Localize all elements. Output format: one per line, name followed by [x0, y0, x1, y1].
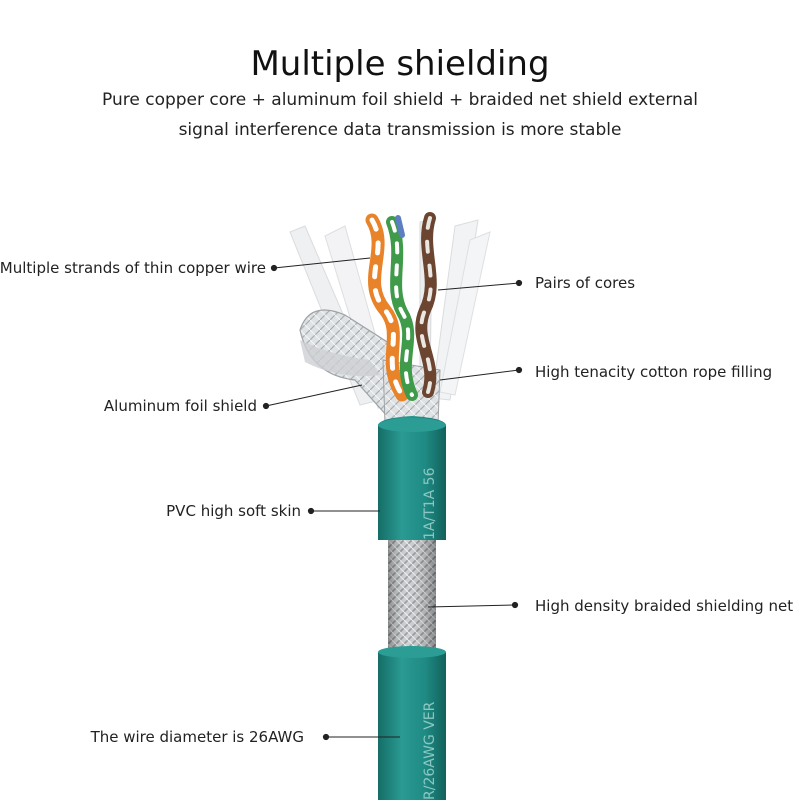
callout-braided-net: High density braided shielding net	[535, 597, 794, 615]
twisted-pairs	[365, 212, 437, 402]
jacket-print-upper: 1A/T1A 56	[422, 467, 438, 540]
callout-foil-shield: Aluminum foil shield	[103, 397, 257, 415]
upper-jacket	[378, 416, 446, 540]
jacket-print-lower: R/26AWG VER	[422, 701, 438, 800]
subtitle-line-2: signal interference data transmission is…	[178, 120, 622, 140]
callout-wire-diameter: The wire diameter is 26AWG	[90, 728, 304, 746]
callout-cotton-rope: High tenacity cotton rope filling	[535, 363, 773, 381]
page-title: Multiple shielding	[250, 44, 550, 84]
lower-jacket	[378, 646, 446, 800]
leader-lines	[262, 257, 523, 741]
braided-shield-net	[388, 540, 436, 652]
subtitle-line-1: Pure copper core + aluminum foil shield …	[102, 90, 698, 110]
callout-pvc-skin: PVC high soft skin	[166, 502, 301, 520]
callout-copper-strands: Multiple strands of thin copper wire	[0, 259, 266, 277]
callout-pairs-of-cores: Pairs of cores	[535, 274, 636, 292]
